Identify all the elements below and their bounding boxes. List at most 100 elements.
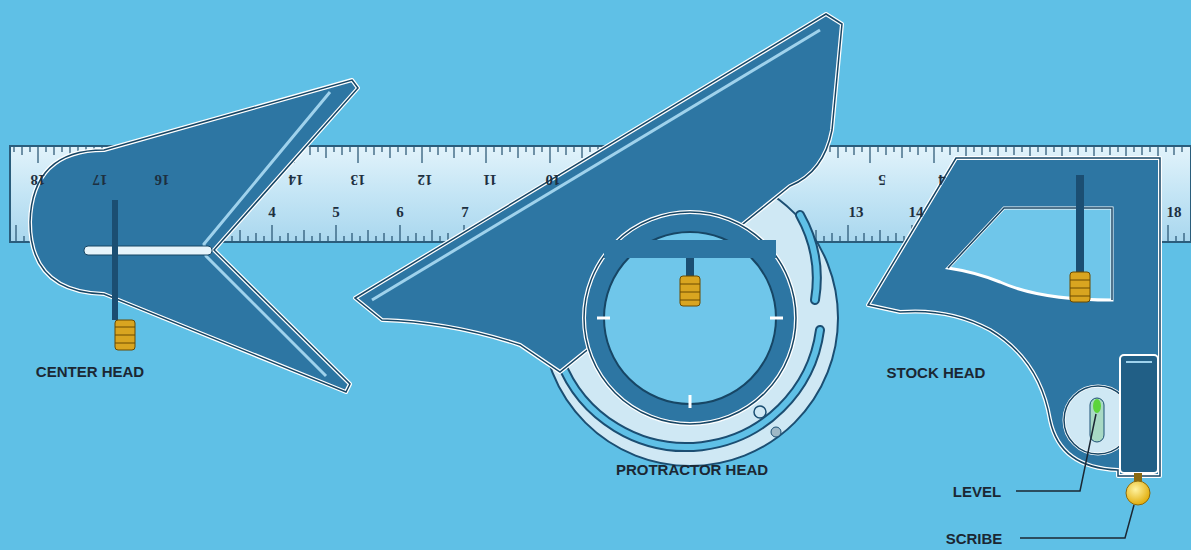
- ruler-tick: [13, 147, 14, 152]
- ruler-tick: [485, 147, 486, 163]
- ruler-tick: [367, 230, 368, 241]
- ruler-tick: [1045, 147, 1046, 155]
- scale-number: 7: [461, 205, 469, 220]
- ruler-tick: [845, 147, 846, 152]
- ruler-tick: [311, 236, 312, 241]
- protractor-head: [355, 14, 842, 466]
- ruler-tick: [15, 225, 16, 241]
- ruler-tick: [847, 225, 848, 241]
- ruler-tick: [887, 236, 888, 241]
- ruler-tick: [383, 233, 384, 241]
- ruler-tick: [957, 147, 958, 152]
- ruler-tick: [823, 236, 824, 241]
- ruler-tick: [1053, 147, 1054, 152]
- ruler-tick: [853, 147, 854, 155]
- ruler-tick: [509, 147, 510, 152]
- ruler-tick: [349, 147, 350, 152]
- ruler-tick: [421, 147, 422, 163]
- leader-line: [1016, 414, 1096, 491]
- ruler-tick: [1181, 147, 1182, 152]
- ruler-tick: [861, 147, 862, 152]
- ruler-tick: [949, 147, 950, 155]
- ruler-tick: [1013, 147, 1014, 155]
- ruler-tick: [589, 147, 590, 152]
- ruler-tick: [247, 236, 248, 241]
- scale-number: 18: [1167, 205, 1182, 220]
- ruler-tick: [399, 225, 400, 241]
- ruler-tick: [549, 147, 550, 163]
- ruler-tick: [895, 233, 896, 241]
- ruler-tick: [941, 147, 942, 152]
- ruler-tick: [893, 147, 894, 152]
- ruler-tick: [309, 147, 310, 155]
- ruler-tick: [565, 147, 566, 155]
- ruler-tick: [231, 236, 232, 241]
- ruler-tick: [1037, 147, 1038, 152]
- ruler-tick: [1173, 147, 1174, 155]
- ruler-tick: [493, 147, 494, 152]
- ruler-tick: [287, 233, 288, 241]
- ruler-tick: [389, 147, 390, 158]
- scale-number: 10: [546, 172, 561, 187]
- leader-line: [1020, 505, 1134, 538]
- ruler-tick: [461, 147, 462, 152]
- ruler-tick: [365, 147, 366, 152]
- ruler-tick: [405, 147, 406, 155]
- ruler-tick: [439, 236, 440, 241]
- ruler-tick: [973, 147, 974, 152]
- ruler-tick: [255, 233, 256, 241]
- scale-number: 13: [351, 172, 366, 187]
- part-name: SCRIBE: [946, 531, 1003, 546]
- scale-number: 13: [849, 205, 864, 220]
- ruler-tick: [837, 147, 838, 158]
- scale-number: 6: [396, 205, 404, 220]
- ruler-tick: [53, 147, 54, 155]
- ruler-tick: [333, 147, 334, 152]
- ruler-tick: [903, 236, 904, 241]
- part-name: PROTRACTOR HEAD: [616, 462, 768, 477]
- ruler-tick: [29, 147, 30, 152]
- ruler-tick: [501, 147, 502, 155]
- ruler-tick: [359, 236, 360, 241]
- ruler-tick: [1167, 225, 1168, 241]
- scale-number: 5: [878, 172, 886, 187]
- scale-number: 5: [332, 205, 340, 220]
- ruler-tick: [933, 147, 934, 163]
- ruler-tick: [335, 225, 336, 241]
- ruler-tick: [855, 236, 856, 241]
- ruler-tick: [413, 147, 414, 152]
- ruler-tick: [525, 147, 526, 152]
- ruler-tick: [239, 230, 240, 241]
- ruler-tick: [1165, 147, 1166, 152]
- scale-number: 14: [289, 172, 304, 187]
- ruler-tick: [831, 233, 832, 241]
- ruler-tick: [1117, 147, 1118, 152]
- ruler-tick: [829, 147, 830, 152]
- ruler-tick: [989, 147, 990, 152]
- ruler-tick: [1077, 147, 1078, 155]
- ruler-tick: [573, 147, 574, 152]
- ruler-tick: [981, 147, 982, 155]
- ruler-tick: [407, 236, 408, 241]
- ruler-tick: [341, 147, 342, 155]
- ruler-tick: [303, 230, 304, 241]
- ruler-tick: [879, 230, 880, 241]
- ruler-tick: [431, 230, 432, 241]
- ruler-tick: [557, 147, 558, 152]
- ruler-tick: [343, 236, 344, 241]
- ruler-tick: [533, 147, 534, 155]
- ruler-tick: [863, 233, 864, 241]
- ruler-tick: [1085, 147, 1086, 152]
- ruler-tick: [925, 147, 926, 152]
- ruler-tick: [23, 236, 24, 241]
- ruler-tick: [1021, 147, 1022, 152]
- ruler-tick: [1069, 147, 1070, 152]
- ruler-tick: [1109, 147, 1110, 155]
- ruler-tick: [901, 147, 902, 158]
- ruler-tick: [37, 147, 38, 163]
- ruler-tick: [271, 225, 272, 241]
- scale-number: 18: [31, 172, 46, 187]
- ruler-tick: [1175, 236, 1176, 241]
- ruler-tick: [1101, 147, 1102, 152]
